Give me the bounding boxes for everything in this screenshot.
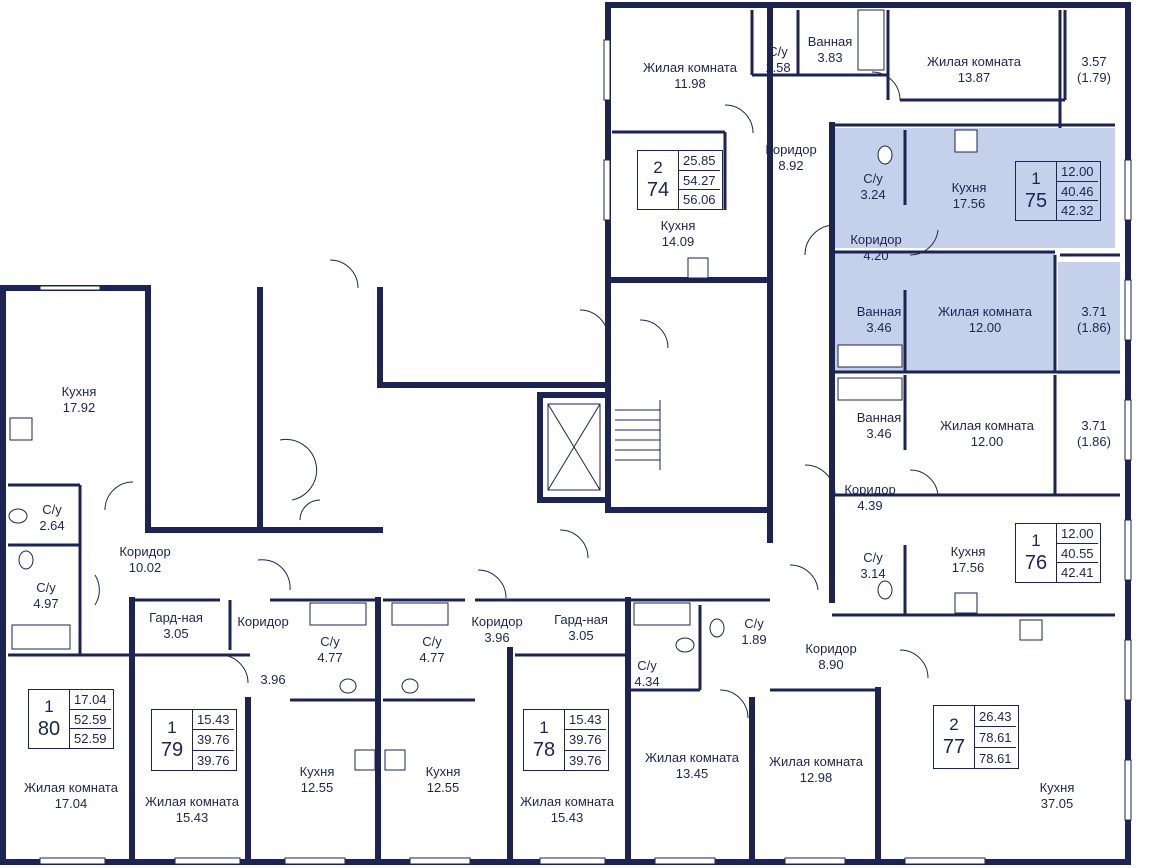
total-area: 40.55 [1057,544,1098,564]
living-area: 26.43 [975,706,1016,727]
total-area: 52.59 [70,710,111,730]
left-block-walls [8,483,881,865]
living-area: 17.04 [70,690,111,710]
apartment-rooms: 1 [539,718,549,737]
balcony-label: 3.57(1.79) [1077,54,1111,85]
apartment-rooms: 1 [167,718,177,737]
apartment-74-walls [612,10,1067,282]
apartment-rooms: 1 [44,697,54,716]
total-area-balcony: 52.59 [74,731,107,747]
staircase [615,400,661,470]
total-area: 39.76 [193,730,234,751]
apartment-number: 79 [160,739,184,761]
living-area: 15.43 [193,710,234,731]
apartment-rooms: 1 [1031,169,1041,188]
total-area-balcony: 42.32 [1061,203,1094,219]
apartment-number: 74 [646,179,670,201]
apartment-rooms: 1 [1031,531,1041,550]
apartment-rooms: 2 [653,158,663,177]
apartment-number: 76 [1024,552,1048,574]
total-area-balcony: 42.41 [1061,565,1094,581]
living-area: 12.00 [1057,162,1098,182]
total-area-balcony: 56.06 [683,192,716,208]
total-area: 39.76 [565,730,606,751]
apartment-number: 78 [532,739,556,761]
windows [39,39,1132,865]
apartment-rooms: 2 [949,715,959,734]
right-block-walls [829,10,1120,617]
room-label: Коридор [237,614,289,629]
doors [94,71,939,719]
apartment-number: 77 [942,736,966,758]
room-label: 3.96 [260,672,286,687]
elevator-shaft [547,403,601,491]
total-area: 54.27 [679,171,720,191]
fixtures [8,9,1043,771]
total-area: 40.46 [1057,182,1098,202]
apartment-number: 75 [1024,190,1048,212]
total-area-balcony: 39.76 [569,752,602,768]
apartment-number: 80 [37,718,61,740]
balcony-label: 3.71(1.86) [1077,304,1111,335]
living-area: 25.85 [679,151,720,171]
living-area: 15.43 [565,710,606,731]
total-area-balcony: 78.61 [979,750,1012,766]
balcony-label: 3.71(1.86) [1077,418,1111,449]
total-area: 78.61 [975,727,1016,748]
living-area: 12.00 [1057,524,1098,544]
total-area-balcony: 39.76 [197,752,230,768]
